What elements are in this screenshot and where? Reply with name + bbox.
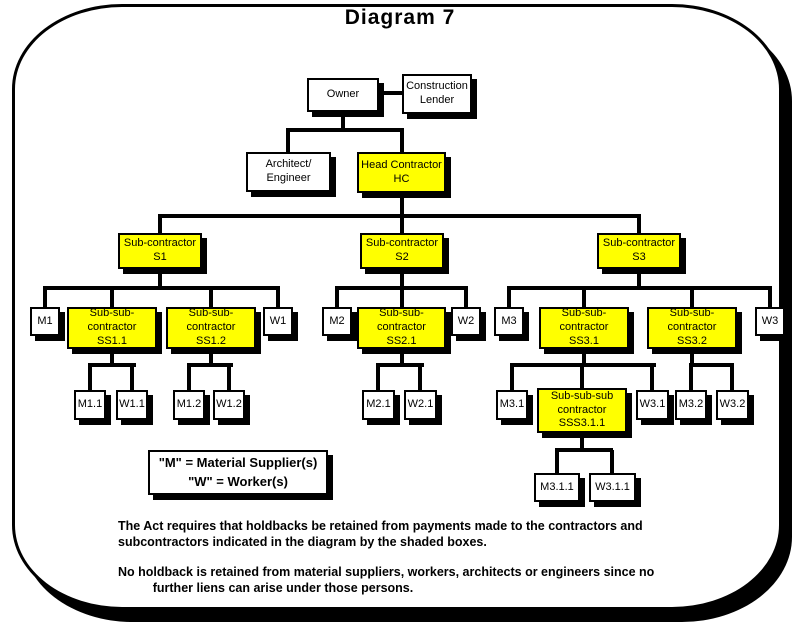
- node-w12: W1.2: [213, 390, 245, 420]
- connector-drop-w1: [276, 288, 280, 307]
- node-m21: M2.1: [362, 390, 395, 420]
- connector-s3-down: [637, 269, 641, 288]
- connector-drop-w32: [730, 365, 734, 390]
- connector-bar-ss21-children: [376, 363, 424, 367]
- connector-drop-hc: [400, 130, 404, 152]
- connector-ss32-down: [690, 349, 694, 365]
- connector-drop-ss32: [690, 288, 694, 307]
- connector-bar-s1-children: [43, 286, 280, 290]
- connector-bar-level3: [158, 214, 641, 218]
- connector-drop-ss31: [582, 288, 586, 307]
- node-w311: W3.1.1: [589, 473, 636, 502]
- node-architect-engineer: Architect/ Engineer: [246, 152, 331, 192]
- legend-box: "M" = Material Supplier(s) "W" = Worker(…: [148, 450, 328, 495]
- node-w11: W1.1: [116, 390, 148, 420]
- node-m3: M3: [494, 307, 524, 336]
- connector-drop-m21: [376, 365, 380, 390]
- connector-drop-ss12: [209, 288, 213, 307]
- connector-drop-s2: [400, 216, 404, 233]
- connector-drop-m32: [689, 365, 693, 390]
- connector-drop-w311: [610, 450, 614, 473]
- node-subsub-ss32: Sub-sub- contractor SS3.2: [647, 307, 737, 349]
- note-paragraph-holdbacks: The Act requires that holdbacks be retai…: [118, 519, 643, 550]
- node-head-contractor: Head Contractor HC: [357, 152, 446, 193]
- connector-drop-m31: [510, 365, 514, 390]
- node-subsub-ss31: Sub-sub- contractor SS3.1: [539, 307, 629, 349]
- node-subsub-ss21: Sub-sub- contractor SS2.1: [357, 307, 446, 349]
- note-paragraph-no-holdback: No holdback is retained from material su…: [118, 565, 655, 596]
- connector-bar-s3-children: [507, 286, 772, 290]
- connector-bar-ss11-children: [88, 363, 136, 367]
- node-m32: M3.2: [675, 390, 707, 420]
- connector-drop-w11: [130, 365, 134, 390]
- node-w3: W3: [755, 307, 785, 336]
- connector-owner-lender: [379, 91, 402, 95]
- connector-bar-ss32-children: [689, 363, 734, 367]
- node-w32: W3.2: [716, 390, 749, 420]
- connector-drop-ss21: [400, 288, 404, 307]
- node-w1: W1: [263, 307, 293, 336]
- connector-sss311-down: [580, 433, 584, 450]
- node-subsub-ss11: Sub-sub- contractor SS1.1: [67, 307, 157, 349]
- node-m2: M2: [322, 307, 352, 336]
- node-m12: M1.2: [173, 390, 205, 420]
- node-subcontractor-s2: Sub-contractor S2: [360, 233, 444, 269]
- connector-drop-sss311: [580, 365, 584, 388]
- connector-drop-w3: [768, 288, 772, 307]
- connector-bar-ss12-children: [187, 363, 233, 367]
- connector-hc-down: [400, 193, 404, 216]
- connector-drop-m1: [43, 288, 47, 307]
- connector-drop-w21: [418, 365, 422, 390]
- connector-ss11-down: [110, 349, 114, 365]
- node-w2: W2: [451, 307, 481, 336]
- connector-drop-ss11: [110, 288, 114, 307]
- connector-drop-m3: [507, 288, 511, 307]
- connector-ss31-down: [582, 349, 586, 365]
- connector-drop-m11: [88, 365, 92, 390]
- connector-drop-architect: [286, 130, 290, 152]
- connector-drop-s1: [158, 216, 162, 233]
- connector-drop-s3: [637, 216, 641, 233]
- node-w31: W3.1: [636, 390, 669, 420]
- connector-owner-down: [341, 112, 345, 132]
- diagram-title: Diagram 7: [344, 6, 456, 29]
- node-subcontractor-s1: Sub-contractor S1: [118, 233, 202, 269]
- node-owner: Owner: [307, 78, 379, 112]
- node-subcontractor-s3: Sub-contractor S3: [597, 233, 681, 269]
- node-m31: M3.1: [496, 390, 528, 420]
- connector-s1-down: [158, 269, 162, 288]
- connector-bar-sss311-children: [555, 448, 613, 452]
- connector-drop-w12: [227, 365, 231, 390]
- node-subsub-ss12: Sub-sub- contractor SS1.2: [166, 307, 256, 349]
- connector-drop-m12: [187, 365, 191, 390]
- node-m311: M3.1.1: [534, 473, 580, 502]
- connector-drop-w31: [650, 365, 654, 390]
- node-m1: M1: [30, 307, 60, 336]
- connector-ss21-down: [400, 349, 404, 365]
- connector-drop-m311: [555, 450, 559, 473]
- connector-s2-down: [400, 269, 404, 288]
- node-m11: M1.1: [74, 390, 106, 420]
- connector-drop-m2: [335, 288, 339, 307]
- connector-drop-w2: [464, 288, 468, 307]
- connector-ss12-down: [209, 349, 213, 365]
- node-w21: W2.1: [404, 390, 437, 420]
- node-construction-lender: Construction Lender: [402, 74, 472, 114]
- node-subsubsub-sss311: Sub-sub-sub contractor SSS3.1.1: [537, 388, 627, 433]
- connector-bar-level2: [286, 128, 404, 132]
